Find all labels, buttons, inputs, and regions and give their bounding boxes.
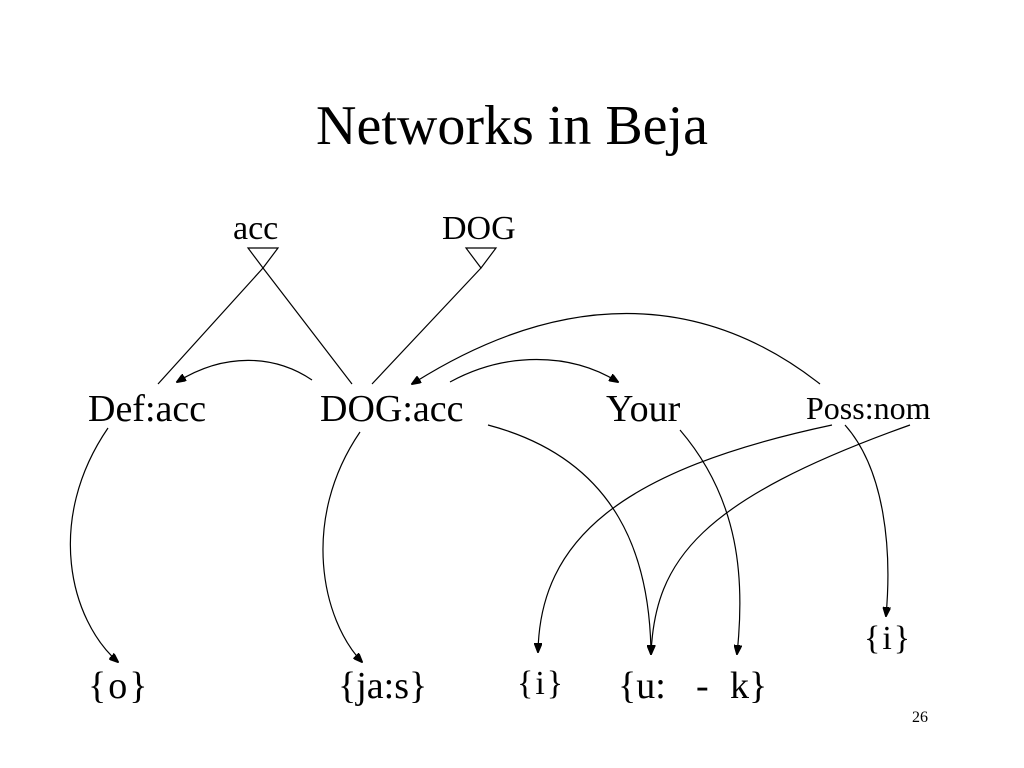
- isa-link-dog-acc-to-dog: [371, 267, 482, 385]
- isa-triangle-dog: [464, 247, 498, 269]
- node-poss-nom: Poss:nom: [806, 390, 931, 426]
- link-your-to-k: [679, 429, 740, 654]
- link-dog-acc-to-u: [487, 424, 651, 654]
- slide-number: 26: [912, 709, 928, 726]
- form-o: {o}: [88, 665, 150, 707]
- isa-link-def-acc-to-acc: [157, 267, 264, 385]
- link-def-acc-to-o: [69, 427, 118, 662]
- form-i-low: {i}: [517, 665, 566, 702]
- node-your: Your: [606, 388, 681, 430]
- form-ja-s: {ja:s}: [338, 665, 428, 707]
- link-poss-nom-to-u: [651, 424, 911, 654]
- link-poss-nom-to-i-high: [844, 424, 888, 616]
- arc-dog-acc-to-def-acc: [177, 359, 313, 382]
- form-i-high: {i}: [864, 620, 913, 657]
- form-u: {u:: [618, 665, 666, 707]
- node-dog-acc: DOG:acc: [320, 388, 464, 430]
- arc-dog-acc-to-your: [449, 358, 618, 383]
- arc-poss-nom-to-dog-acc: [412, 312, 821, 385]
- form-dash: -: [696, 665, 709, 707]
- node-dog: DOG: [442, 210, 516, 247]
- isa-link-dog-acc-to-acc: [262, 267, 353, 385]
- isa-triangle-acc: [246, 247, 280, 269]
- form-k: k}: [730, 665, 768, 707]
- slide-title: Networks in Beja: [316, 95, 708, 157]
- node-def-acc: Def:acc: [88, 388, 207, 430]
- node-acc: acc: [233, 210, 279, 247]
- link-dog-acc-to-jas: [322, 431, 362, 662]
- link-poss-nom-to-i-low: [538, 424, 833, 652]
